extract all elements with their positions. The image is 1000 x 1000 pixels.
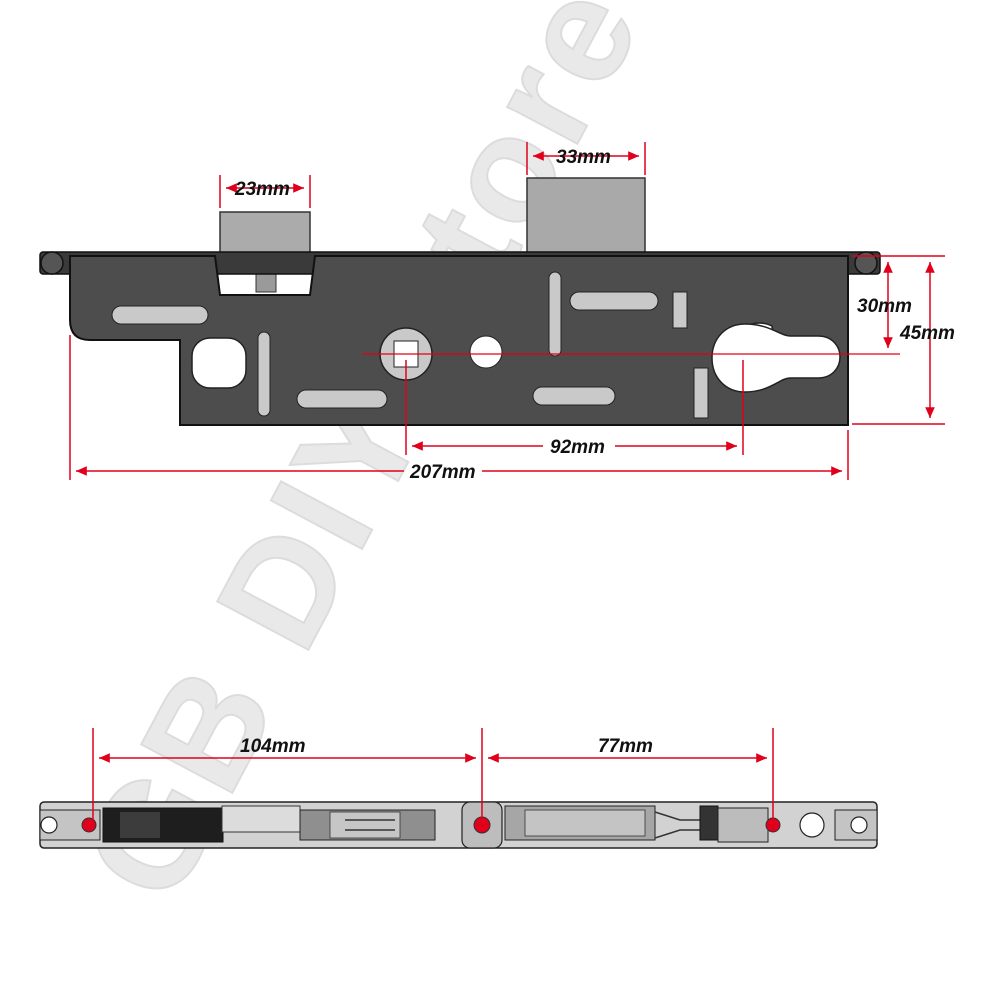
label-case-height: 45mm [899, 323, 955, 344]
latch-window [221, 805, 301, 833]
dark-block-right [699, 805, 719, 841]
label-fixing-right: 77mm [598, 736, 653, 757]
slot [111, 305, 209, 325]
label-backset: 30mm [857, 296, 912, 317]
hole [191, 337, 247, 389]
lock-case-side-view [39, 177, 900, 426]
end-hole-left [40, 816, 58, 834]
fixing-dot-right [765, 817, 781, 833]
fixing-dot-center [473, 816, 491, 834]
fixing-dot-left [81, 817, 97, 833]
end-hole-right [850, 816, 868, 834]
spring-link [654, 811, 705, 839]
faceplate-front-view [39, 801, 878, 849]
label-centres: 92mm [550, 437, 605, 458]
watermark-text: GB DIY Store [50, 0, 673, 925]
dimension-labels-top: 33mm 23mm 30mm 45mm 92mm 207mm [234, 147, 955, 483]
slot [296, 389, 388, 409]
slot [569, 291, 659, 311]
cylinder-keyhole-profile [711, 323, 841, 393]
dimensions-top [69, 142, 945, 480]
slot-vertical [257, 331, 271, 417]
mechanism-inner [120, 812, 160, 838]
left-lug [40, 251, 64, 275]
slot-small [693, 367, 709, 419]
dimensions-bottom [92, 728, 774, 820]
slot [532, 386, 616, 406]
label-deadbolt-width: 33mm [556, 147, 611, 168]
latch [219, 211, 311, 257]
round-hole [469, 335, 503, 369]
mechanism-mid-light [329, 811, 401, 839]
dimension-labels-bottom: 104mm 77mm [240, 736, 653, 757]
bolt-channel-inner [524, 809, 646, 837]
slot-vertical [548, 271, 562, 357]
slot-small [672, 291, 688, 329]
label-latch-width: 23mm [234, 179, 290, 200]
deadbolt [526, 177, 646, 257]
round-hole-right [799, 812, 825, 838]
watermark: GB DIY Store [49, 0, 674, 926]
label-case-length: 207mm [409, 462, 476, 483]
label-fixing-left: 104mm [240, 736, 306, 757]
right-lug [854, 251, 878, 275]
plate-right [717, 807, 769, 843]
